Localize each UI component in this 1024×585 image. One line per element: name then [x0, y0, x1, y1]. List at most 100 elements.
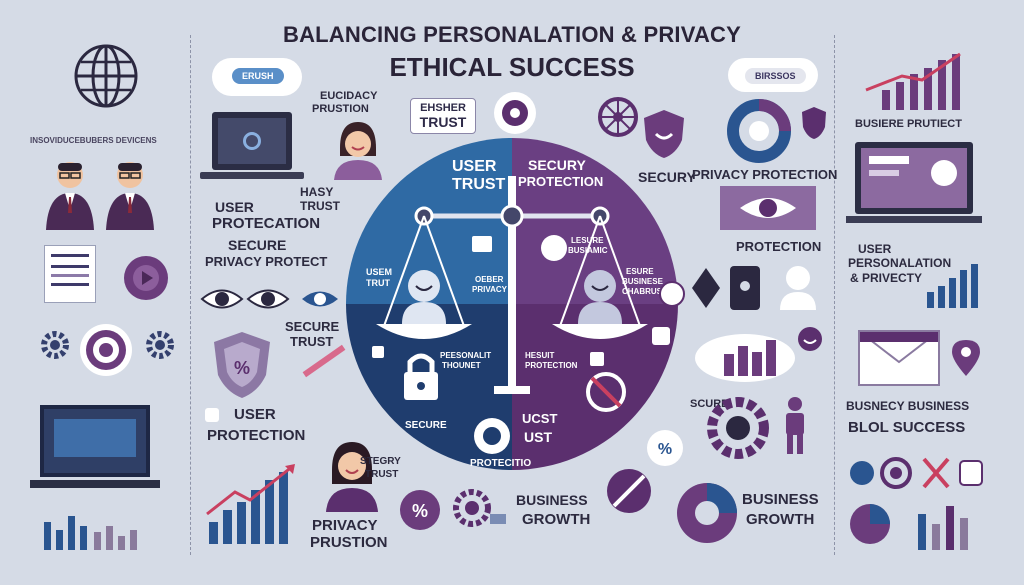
center-label-privacy: PRIVACY: [472, 285, 507, 294]
eye-shield-icon: [300, 284, 340, 319]
center-label-busiamic: BUSIAMIC: [568, 246, 608, 255]
label-business-growth-2a: BUSINESS: [742, 491, 819, 508]
cloud-tag-right: BIRSSOS: [745, 68, 806, 84]
page-subtitle: ETHICAL SUCCESS: [389, 52, 635, 82]
laptop-icon: [212, 112, 292, 170]
eye-icon: [200, 282, 290, 321]
label-blol-success: BLOL SUCCESS: [848, 419, 966, 436]
divider-right: [834, 35, 835, 555]
percent-coin-icon: %: [645, 428, 685, 473]
label-ehsher: EHSHER: [420, 102, 466, 114]
center-label-protection: PROTECTION: [518, 174, 604, 189]
divider-left: [190, 35, 191, 555]
center-label-oeber: OEBER: [475, 275, 504, 284]
bar-chart-right-icon: [925, 262, 981, 313]
gear-play-icon: [118, 250, 174, 311]
center-label-esure: ESURE: [626, 267, 654, 276]
label-eucidacy-2: PRUSTION: [312, 103, 369, 115]
center-label-trut: TRUT: [366, 278, 390, 288]
cloud-tag: ERUSH: [232, 68, 284, 84]
label-secure-trust: TRUST: [290, 334, 334, 349]
label-user-1: USER: [215, 199, 254, 215]
laptop-right-icon: [855, 142, 973, 214]
label-business-protect: BUSIERE PRUTIECT: [855, 118, 962, 130]
label-privecty: & PRIVECTY: [850, 271, 923, 285]
no-sign-icon: [604, 466, 654, 521]
center-label-pesonality: PEESONALIT: [440, 351, 492, 360]
document-icon: [44, 245, 96, 303]
label-secure-1: SECURE: [228, 237, 287, 253]
location-icon: [950, 338, 982, 383]
donut-chart-icon: [726, 98, 792, 169]
label-secury: SECURY: [638, 169, 696, 185]
label-hasy-trust: TRUST: [300, 199, 340, 213]
growth-chart-icon: [205, 462, 300, 547]
center-label-secury: SECURY: [528, 157, 586, 173]
svg-text:%: %: [412, 501, 428, 521]
left-caption: INSOVIDUCEBUBERS DEVICENS: [30, 136, 157, 145]
bar-chart-icon: [44, 505, 154, 550]
page-title: BALANCING PERSONALATION & PRIVACY: [282, 22, 742, 47]
label-prustion: PRUSTION: [310, 534, 388, 551]
label-stegry-trust: TRUST: [365, 469, 399, 480]
label-personalation: PERSONALATION: [848, 256, 952, 270]
label-hasy: HASY: [300, 185, 334, 199]
label-ehsher-trust: EHSHER TRUST: [410, 98, 476, 134]
center-label-trust: TRUST: [452, 176, 506, 193]
label-trust: TRUST: [419, 114, 467, 130]
laptop-right-base: [846, 216, 982, 223]
label-privacy-protect: PRIVACY PROTECT: [205, 254, 328, 269]
woman-avatar: [330, 120, 386, 185]
label-secure-2: SECURE: [285, 319, 340, 334]
shield-icon: %: [210, 330, 274, 405]
percent-badge-icon: %: [398, 488, 442, 537]
gear-eye-icon: [450, 488, 510, 533]
envelope-icon: [858, 330, 940, 386]
label-user-pers-a: USER: [858, 242, 892, 256]
shield-smile-icon: [642, 108, 686, 165]
center-label-lesure: LESURE: [571, 236, 604, 245]
eye-card-icon: [720, 186, 816, 230]
shield-lock-icon: [800, 105, 828, 146]
globe-icon: [70, 40, 142, 117]
center-label-user: USER: [452, 158, 497, 175]
label-privacy: PRIVACY: [312, 517, 378, 534]
center-label-hesuit: HESUIT: [525, 351, 555, 360]
center-label-thounet: THOUNET: [442, 361, 481, 370]
laptop-base: [200, 172, 304, 179]
person-icon: [780, 396, 810, 461]
gear-icon: [145, 330, 175, 365]
label-privacy-protection: PRIVACY PROTECTION: [692, 167, 838, 182]
center-label-ucst: UCST: [522, 411, 558, 426]
center-label-secure: SECURE: [405, 420, 447, 431]
center-label-hesuit-protection: PROTECTION: [525, 361, 578, 370]
label-business-growth-2b: GROWTH: [746, 511, 815, 528]
bottom-chart-right-icon: [848, 498, 978, 555]
star-badge-icon: [658, 280, 686, 313]
wheel-icon: [596, 95, 640, 144]
label-business-growth-1b: GROWTH: [522, 511, 591, 528]
diamond-lock-icons: [690, 258, 830, 323]
center-label-businese: BUSINESE: [622, 277, 663, 286]
monitor-base: [30, 480, 160, 488]
center-label-ust: UST: [524, 429, 552, 445]
businessman-avatar: [40, 155, 160, 235]
pen-icon: [302, 344, 346, 378]
svg-text:%: %: [658, 441, 672, 458]
label-stegry: STEGRY: [360, 456, 401, 467]
center-label-chabrus: CHABRUS: [622, 287, 662, 296]
center-label-usem: USEM: [366, 267, 393, 277]
target-icon: [78, 322, 134, 383]
square-icon: [650, 325, 672, 352]
label-protecation: PROTECATION: [212, 215, 321, 232]
growth-chart-right-icon: [862, 50, 972, 115]
row-icons-right: [848, 455, 988, 496]
label-protection-2: PROTECTION: [207, 427, 306, 444]
label-eucidacy-1: EUCIDACY: [320, 90, 378, 102]
pie-chart-icon: [672, 478, 742, 553]
label-business-growth-1a: BUSINESS: [516, 492, 588, 508]
woman-avatar-2: [322, 440, 382, 517]
camera-icon: [492, 90, 538, 141]
smile-badge-icon: [796, 325, 824, 358]
balance-circle: [344, 136, 680, 477]
